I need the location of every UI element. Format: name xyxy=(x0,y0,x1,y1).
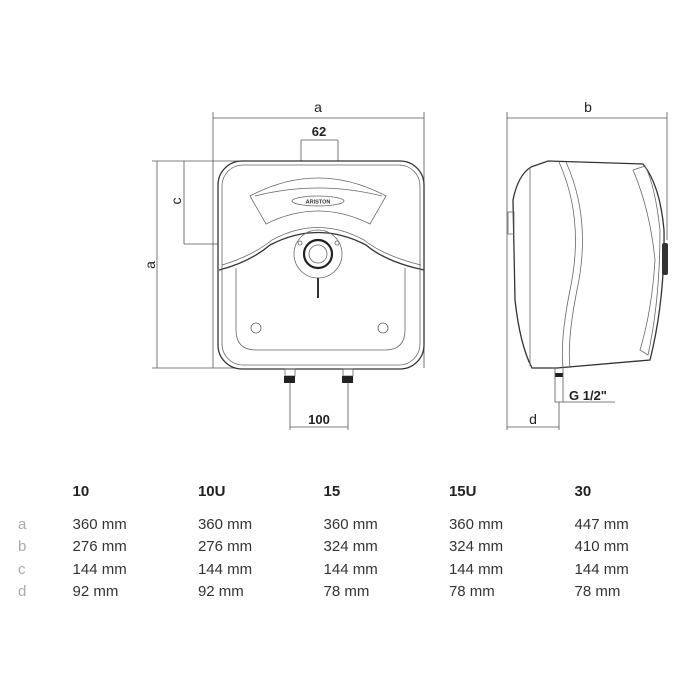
side-knob xyxy=(662,243,668,275)
outlet-pipe xyxy=(342,376,353,383)
table-cell: 447 mm xyxy=(574,515,629,533)
width-dimension-label: a xyxy=(314,99,322,115)
table-row: b 276 mm 276 mm 324 mm 324 mm 410 mm xyxy=(14,536,700,559)
table-cell: 144 mm xyxy=(197,560,253,578)
mount-hole-right xyxy=(377,322,389,334)
table-cell: 78 mm xyxy=(448,583,495,601)
table-cell: 360 mm xyxy=(448,515,504,533)
model-header: 10 xyxy=(72,482,90,500)
pipe-offset-label: d xyxy=(529,411,537,427)
mount-hole-left xyxy=(250,322,262,334)
table-cell: 144 mm xyxy=(448,560,504,578)
row-label: a xyxy=(18,515,27,533)
table-cell: 324 mm xyxy=(323,538,378,556)
technical-drawing: a 62 a c ARISTON xyxy=(142,99,668,430)
table-cell: 92 mm xyxy=(197,583,244,601)
dimensions-table: 10 10U 15 15U 30 a 360 mm 360 mm 360 mm … xyxy=(14,478,700,603)
ariston-logo: ARISTON xyxy=(306,200,331,206)
model-header: 15U xyxy=(448,482,477,500)
table-row: d 92 mm 92 mm 78 mm 78 mm 78 mm xyxy=(14,581,700,604)
table-cell: 410 mm xyxy=(574,538,629,556)
logo-plate xyxy=(291,195,345,207)
row-label: b xyxy=(18,538,27,556)
table-cell: 144 mm xyxy=(72,560,127,578)
table-cell: 324 mm xyxy=(448,538,504,556)
table-header-row: 10 10U 15 15U 30 xyxy=(14,478,700,513)
thermostat-knob xyxy=(302,238,334,270)
model-header: 15 xyxy=(323,482,341,500)
table-cell: 144 mm xyxy=(574,560,629,578)
height-dimension-label: a xyxy=(142,261,158,269)
depth-dimension-label: b xyxy=(584,99,592,115)
table-cell: 144 mm xyxy=(323,560,378,578)
thread-size-label: G 1/2" xyxy=(569,388,607,403)
front-view: a 62 a c ARISTON xyxy=(142,99,425,430)
table-cell: 92 mm xyxy=(72,583,119,601)
table-cell: 276 mm xyxy=(197,538,253,556)
side-view: b G 1/2" d xyxy=(506,99,668,430)
pipe-spacing-label: 100 xyxy=(308,412,330,427)
table-cell: 360 mm xyxy=(197,515,253,533)
model-header: 10U xyxy=(197,482,226,500)
heater-side-body xyxy=(512,160,665,369)
table-row: a 360 mm 360 mm 360 mm 360 mm 447 mm xyxy=(14,513,700,536)
knob-spacing-label: 62 xyxy=(312,124,326,139)
top-arch-panel xyxy=(249,177,387,225)
row-label: c xyxy=(18,560,26,578)
table-cell: 360 mm xyxy=(323,515,378,533)
knob-height-label: c xyxy=(168,198,184,205)
wall-bracket xyxy=(507,211,515,235)
inlet-pipe xyxy=(284,376,295,383)
model-header: 30 xyxy=(574,482,592,500)
table-cell: 78 mm xyxy=(323,583,370,601)
table-cell: 78 mm xyxy=(574,583,621,601)
table-cell: 276 mm xyxy=(72,538,127,556)
row-label: d xyxy=(18,583,27,601)
table-row: c 144 mm 144 mm 144 mm 144 mm 144 mm xyxy=(14,558,700,581)
table-cell: 360 mm xyxy=(72,515,127,533)
